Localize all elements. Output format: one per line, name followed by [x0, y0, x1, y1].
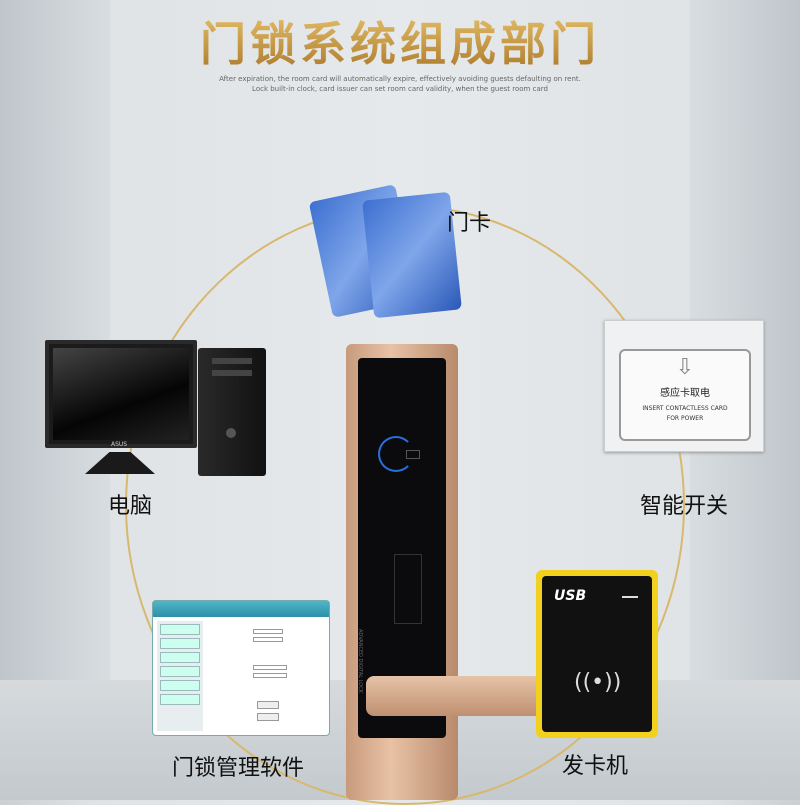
subtitle-line: Lock built-in clock, card issuer can set… [252, 85, 548, 93]
reader-label: 发卡机 [562, 754, 629, 779]
switch-label: 智能开关 [640, 494, 729, 519]
software-label: 门锁管理软件 [172, 756, 305, 781]
card-sensor-ring [378, 436, 414, 472]
arrow-down-icon: ⇩ [675, 355, 695, 380]
subtitle: After expiration, the room card will aut… [0, 74, 800, 94]
lock-engraving: ADVANCED DIGITAL LOCK [356, 629, 363, 693]
switch-cn-text: 感应卡取电 [660, 388, 710, 399]
switch-en-text: INSERT CONTACTLESS CARD [642, 405, 728, 412]
contactless-icon: ((•)) [574, 670, 622, 695]
monitor-brand: ASUS [111, 441, 128, 448]
subtitle-line: After expiration, the room card will aut… [219, 75, 581, 83]
key-slot [394, 554, 422, 624]
card-label: 门卡 [447, 211, 492, 236]
page-title: 门锁系统组成部门 [0, 8, 800, 74]
software-sidebar [157, 621, 203, 731]
power-switch: ⇩ 感应卡取电 INSERT CONTACTLESS CARD FOR POWE… [604, 320, 764, 452]
computer-label: 电脑 [108, 494, 153, 519]
software-titlebar [153, 601, 329, 617]
pc-tower [198, 348, 266, 476]
card-icon [406, 450, 420, 459]
switch-en-text-2: FOR POWER [666, 415, 704, 422]
usb-logo: USB [554, 588, 587, 604]
software-window [152, 600, 330, 736]
door-lock: ADVANCED DIGITAL LOCK [346, 344, 458, 800]
card-issuer: USB ((•)) [536, 570, 658, 738]
monitor: ASUS [45, 340, 197, 448]
